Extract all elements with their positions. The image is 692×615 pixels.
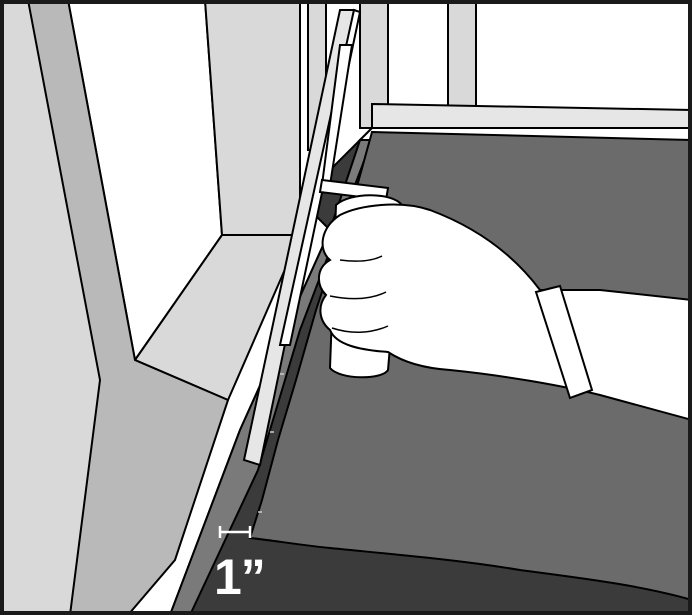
window-reveal-right	[205, 0, 300, 235]
dimension-label: 1”	[214, 552, 265, 602]
stud-3	[448, 0, 476, 108]
